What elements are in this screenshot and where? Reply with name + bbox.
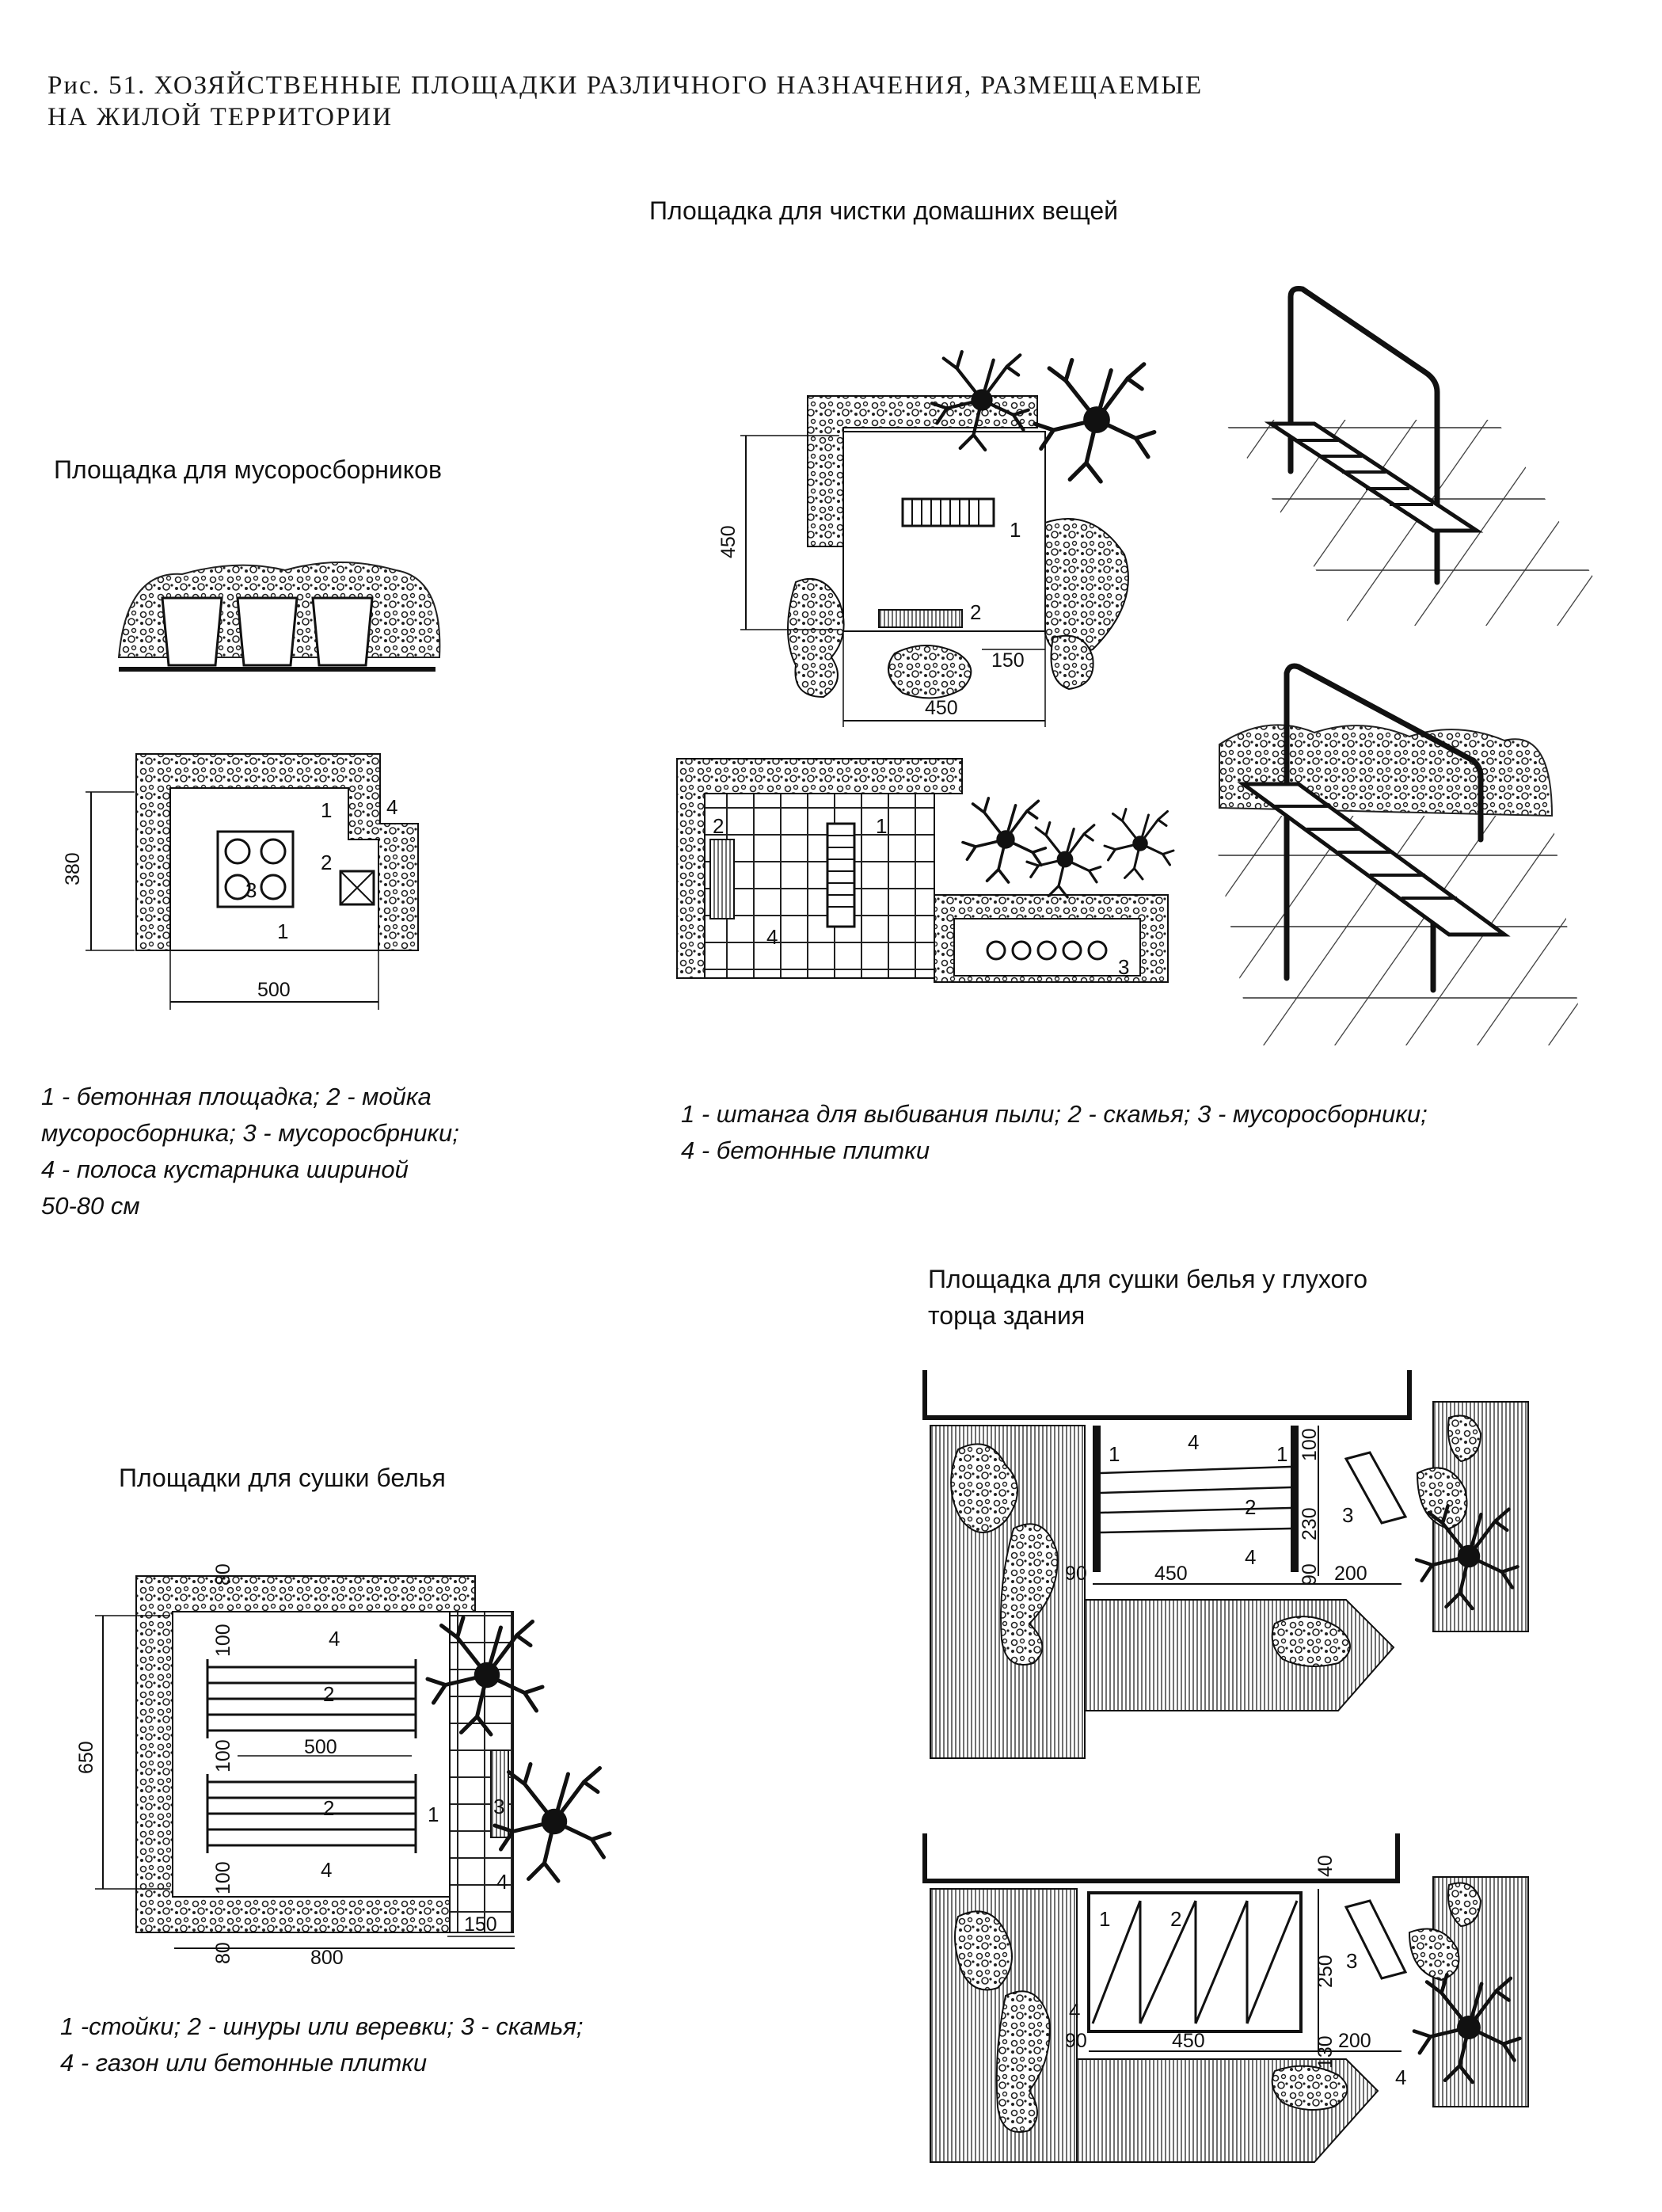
wall1-dim-90-left: 90 [1065, 1563, 1087, 1585]
cleaning-caption-line2: 4 - бетонные плитки [681, 1136, 930, 1164]
cleaning-plan-2: 1 2 3 4 [676, 758, 1175, 983]
wall1-dim-230: 230 [1299, 1507, 1321, 1540]
drying-dim-150: 150 [464, 1913, 497, 1936]
garbage-label-2: 2 [321, 851, 332, 874]
wall1-dim-450: 450 [1154, 1563, 1188, 1585]
drying-wall-heading-line2: торца здания [928, 1301, 1086, 1330]
drying-dim-100-a: 100 [212, 1624, 234, 1657]
wall1-dim-100: 100 [1299, 1428, 1321, 1461]
drying-label-2a: 2 [323, 1682, 334, 1706]
wall1-label-1b: 1 [1276, 1442, 1287, 1466]
drying-label-4a: 4 [329, 1627, 340, 1650]
drying-wall-heading: Площадка для сушки белья у глухого торца… [928, 1261, 1367, 1334]
cleaning-dim-150: 150 [991, 649, 1025, 672]
cleaning-plan-1: 1 2 450 150 450 [717, 352, 1154, 727]
wall2-label-3: 3 [1346, 1949, 1357, 1973]
drying-dim-650: 650 [75, 1741, 97, 1774]
wall2-dim-250: 250 [1314, 1955, 1337, 1988]
cleaning-caption: 1 - штанга для выбивания пыли; 2 - скамь… [681, 1096, 1428, 1169]
garbage-label-3: 3 [245, 878, 257, 902]
cleaning-dim-450-v: 450 [717, 525, 740, 558]
garbage-caption-line4: 50-80 см [41, 1192, 140, 1220]
cleaning-dim-450-h: 450 [925, 697, 958, 719]
garbage-heading: Площадка для мусоросборников [54, 455, 442, 484]
drying-label-2b: 2 [323, 1796, 334, 1820]
garbage-caption-line2: мусоросборника; 3 - мусоросбрники; [41, 1119, 459, 1147]
drying-dim-500: 500 [304, 1736, 337, 1758]
drying-dim-80-bottom: 80 [212, 1942, 234, 1964]
garbage-label-4: 4 [386, 795, 397, 819]
garbage-label-1b: 1 [277, 919, 288, 943]
drying-heading: Площадки для сушки белья [119, 1464, 446, 1492]
garbage-plan: 1 4 2 3 1 380 500 [62, 753, 419, 1010]
drying-label-1: 1 [428, 1803, 439, 1826]
wall2-dim-450: 450 [1172, 2030, 1205, 2052]
wall1-dim-200: 200 [1334, 1563, 1367, 1585]
wall2-label-1: 1 [1099, 1907, 1110, 1931]
drying-wall-plan-1: 1 4 1 2 4 3 100 230 90 450 90 200 [922, 1370, 1529, 1759]
figure-title: Рис. 51. ХОЗЯЙСТВЕННЫЕ ПЛОЩАДКИ РАЗЛИЧНО… [48, 70, 1552, 133]
wall1-label-2: 2 [1245, 1495, 1256, 1519]
drying-dim-80-top: 80 [212, 1563, 234, 1586]
cleaning-plan2-label-3: 3 [1118, 955, 1129, 979]
wall2-dim-130: 130 [1314, 2035, 1337, 2069]
cleaning-heading: Площадка для чистки домашних вещей [649, 196, 1118, 225]
figure-title-line1: Рис. 51. ХОЗЯЙСТВЕННЫЕ ПЛОЩАДКИ РАЗЛИЧНО… [48, 71, 1204, 100]
drying-wall-plan-2: 1 2 4 3 4 40 250 90 450 130 200 [922, 1833, 1529, 2163]
wall1-dim-90-right: 90 [1299, 1563, 1321, 1586]
wall1-label-3: 3 [1342, 1503, 1353, 1527]
wall2-label-2: 2 [1170, 1907, 1181, 1931]
garbage-dim-500: 500 [257, 979, 291, 1001]
drying-caption: 1 -стойки; 2 - шнуры или веревки; 3 - ск… [60, 2008, 583, 2081]
cleaning-plan2-label-2: 2 [713, 814, 724, 838]
beating-bar-perspective-1 [1223, 286, 1623, 626]
wall1-label-4b: 4 [1245, 1545, 1256, 1569]
wall2-label-4a: 4 [1069, 1999, 1080, 2023]
drying-dim-100-c: 100 [212, 1861, 234, 1894]
drying-dim-100-b: 100 [212, 1739, 234, 1772]
drying-wall-heading-line1: Площадка для сушки белья у глухого [928, 1265, 1368, 1293]
cleaning-plan2-label-1: 1 [876, 814, 887, 838]
garbage-label-1a: 1 [321, 798, 332, 822]
garbage-caption: 1 - бетонная площадка; 2 - мойка мусорос… [41, 1079, 459, 1224]
garbage-elevation [117, 562, 441, 672]
drying-label-3: 3 [493, 1795, 504, 1818]
drying-plan: 4 2 2 1 3 4 4 80 100 100 500 100 650 150… [75, 1563, 610, 1969]
garbage-caption-line3: 4 - полоса кустарника шириной [41, 1155, 409, 1183]
drying-caption-line2: 4 - газон или бетонные плитки [60, 2049, 428, 2077]
cleaning-plan1-label-2: 2 [970, 600, 981, 624]
garbage-caption-line1: 1 - бетонная площадка; 2 - мойка [41, 1083, 432, 1110]
figure-title-line2: НА ЖИЛОЙ ТЕРРИТОРИИ [48, 103, 394, 131]
cleaning-plan1-label-1: 1 [1010, 518, 1021, 542]
drying-label-4b: 4 [496, 1870, 508, 1894]
wall2-dim-40: 40 [1314, 1855, 1337, 1877]
beating-bar-perspective-2 [1211, 663, 1584, 1045]
wall1-label-1a: 1 [1109, 1442, 1120, 1466]
wall2-label-4b: 4 [1395, 2065, 1406, 2089]
cleaning-caption-line1: 1 - штанга для выбивания пыли; 2 - скамь… [681, 1100, 1428, 1128]
garbage-dim-380: 380 [62, 852, 84, 885]
drying-dim-800: 800 [310, 1947, 344, 1969]
cleaning-plan2-label-4: 4 [766, 925, 778, 949]
wall1-label-4a: 4 [1188, 1430, 1199, 1454]
wall2-dim-90: 90 [1065, 2030, 1087, 2052]
drying-label-4c: 4 [321, 1858, 332, 1882]
drying-caption-line1: 1 -стойки; 2 - шнуры или веревки; 3 - ск… [60, 2012, 584, 2040]
wall2-dim-200: 200 [1338, 2030, 1371, 2052]
